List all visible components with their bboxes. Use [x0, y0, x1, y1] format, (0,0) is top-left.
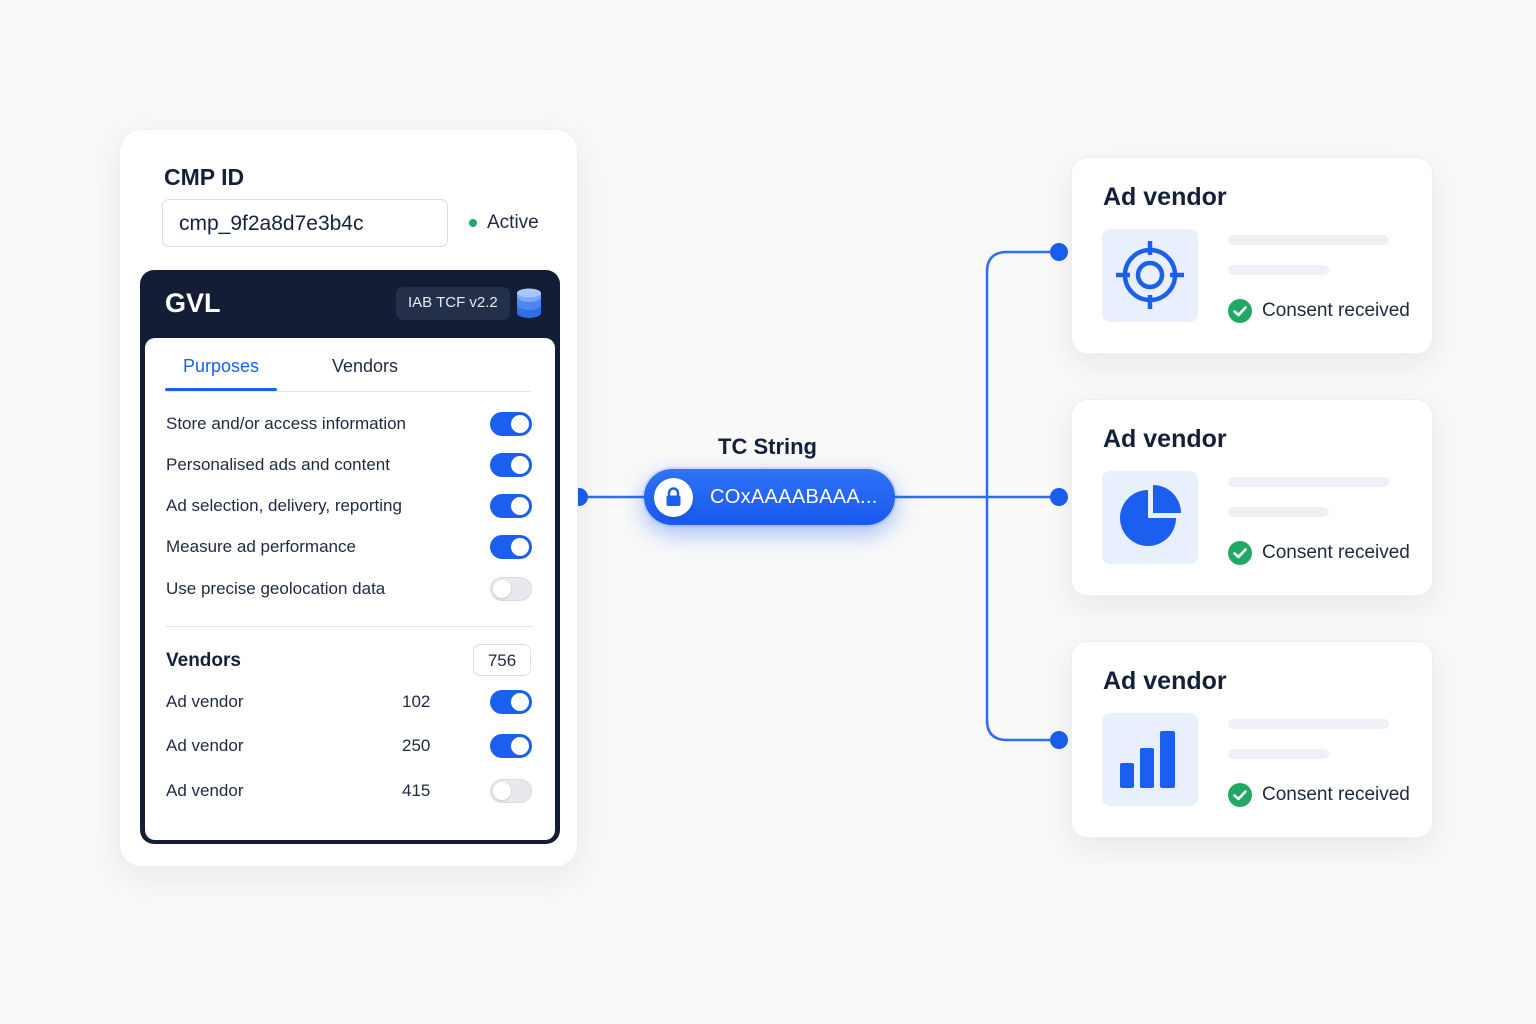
vendor-card: Ad vendor Consent received	[1071, 399, 1433, 596]
pie-chart-icon	[1120, 485, 1181, 546]
purpose-row: Use precise geolocation data	[166, 575, 532, 605]
check-circle-icon	[1228, 299, 1252, 323]
tab-purposes[interactable]: Purposes	[183, 356, 260, 376]
consent-status: Consent received	[1228, 783, 1410, 807]
consent-label: Consent received	[1262, 542, 1410, 563]
cmp-id-title: CMP ID	[164, 164, 245, 190]
node-top	[1050, 243, 1068, 261]
vendor-toggle[interactable]	[490, 690, 532, 714]
purpose-label: Measure ad performance	[166, 537, 356, 556]
node-middle	[1050, 488, 1068, 506]
status-dot-icon	[469, 219, 477, 227]
check-circle-icon	[1228, 783, 1252, 807]
vendors-heading: Vendors	[166, 650, 241, 671]
toggle-knob	[493, 782, 511, 800]
placeholder-line	[1228, 235, 1389, 245]
toggle-knob	[493, 580, 511, 598]
toggle-knob	[511, 456, 529, 474]
status-indicator: Active	[469, 212, 539, 234]
status-label: Active	[487, 212, 539, 233]
branch-bottom	[985, 497, 1059, 742]
vendor-row: Ad vendor 250	[166, 732, 532, 762]
section-divider	[166, 626, 532, 627]
lock-icon	[666, 487, 681, 506]
vendor-icon-box	[1102, 471, 1198, 564]
vendor-card-title: Ad vendor	[1103, 183, 1227, 211]
gvl-content: Purposes Vendors Store and/or access inf…	[145, 338, 555, 840]
tab-bar: Purposes Vendors	[165, 338, 531, 392]
purpose-toggle[interactable]	[490, 535, 532, 559]
purpose-row: Measure ad performance	[166, 533, 532, 563]
purpose-toggle[interactable]	[490, 412, 532, 436]
placeholder-line	[1228, 507, 1329, 517]
vendor-row: Ad vendor 415	[166, 777, 532, 807]
node-bottom	[1050, 731, 1068, 749]
tc-string-label: TC String	[718, 434, 817, 459]
vendor-card-title: Ad vendor	[1103, 667, 1227, 695]
toggle-knob	[511, 538, 529, 556]
purpose-toggle[interactable]	[490, 453, 532, 477]
purpose-row: Store and/or access information	[166, 410, 532, 440]
gvl-panel: GVL IAB TCF v2.2 Purposes Vendors Store …	[140, 270, 560, 844]
purpose-label: Store and/or access information	[166, 414, 407, 433]
vendor-toggle[interactable]	[490, 734, 532, 758]
purpose-label: Ad selection, delivery, reporting	[166, 496, 402, 515]
placeholder-line	[1228, 265, 1329, 275]
lock-badge	[654, 478, 693, 517]
toggle-knob	[511, 737, 529, 755]
consent-label: Consent received	[1262, 784, 1410, 805]
target-icon	[1116, 241, 1184, 309]
vendor-card: Ad vendor Consent received	[1071, 641, 1433, 838]
vendor-id: 415	[402, 781, 431, 800]
tc-string-value: COxAAAABAAA...	[710, 486, 878, 508]
gvl-title: GVL	[165, 288, 221, 318]
purpose-row: Ad selection, delivery, reporting	[166, 492, 532, 522]
cmp-card: CMP ID cmp_9f2a8d7e3b4c Active GVL IAB T…	[119, 129, 578, 867]
placeholder-line	[1228, 749, 1329, 759]
vendor-icon-box	[1102, 713, 1198, 806]
consent-status: Consent received	[1228, 541, 1410, 565]
bar-chart-icon	[1120, 731, 1175, 788]
purpose-label: Use precise geolocation data	[166, 579, 386, 598]
vendor-name: Ad vendor	[166, 692, 244, 711]
toggle-knob	[511, 693, 529, 711]
vendor-icon-box	[1102, 229, 1198, 322]
purpose-row: Personalised ads and content	[166, 451, 532, 481]
active-tab-indicator	[165, 388, 277, 391]
consent-label: Consent received	[1262, 300, 1410, 321]
placeholder-line	[1228, 719, 1389, 729]
branch-top	[985, 250, 1059, 497]
vendor-card: Ad vendor Consent received	[1071, 157, 1433, 354]
vendor-id: 102	[402, 692, 431, 711]
tab-vendors[interactable]: Vendors	[332, 356, 399, 376]
check-circle-icon	[1228, 541, 1252, 565]
vendor-card-title: Ad vendor	[1103, 425, 1227, 453]
purpose-label: Personalised ads and content	[166, 455, 390, 474]
vendor-toggle[interactable]	[490, 779, 532, 803]
placeholder-line	[1228, 477, 1389, 487]
cmp-id-field[interactable]: cmp_9f2a8d7e3b4c	[162, 199, 448, 247]
vendor-id: 250	[402, 736, 431, 755]
vendor-name: Ad vendor	[166, 736, 244, 755]
tcf-version-badge: IAB TCF v2.2	[396, 287, 510, 320]
vendors-count-badge: 756	[473, 644, 531, 676]
database-icon	[517, 288, 541, 318]
consent-status: Consent received	[1228, 299, 1410, 323]
vendor-row: Ad vendor 102	[166, 688, 532, 718]
vendor-name: Ad vendor	[166, 781, 244, 800]
tc-string-pill[interactable]: COxAAAABAAA...	[644, 469, 895, 525]
toggle-knob	[511, 497, 529, 515]
purpose-toggle[interactable]	[490, 494, 532, 518]
purpose-toggle[interactable]	[490, 577, 532, 601]
toggle-knob	[511, 415, 529, 433]
